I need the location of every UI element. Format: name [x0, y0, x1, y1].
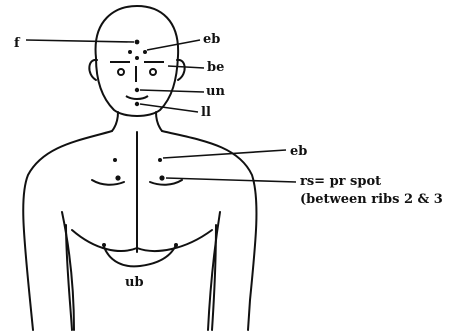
point-eb-face-right	[143, 50, 147, 54]
point-f	[135, 40, 140, 45]
left-rib-mark	[92, 180, 124, 185]
label-ll: ll	[201, 106, 211, 120]
neck-left	[112, 112, 118, 131]
point-eb-chest-right	[158, 158, 162, 162]
label-ub: ub	[125, 276, 144, 290]
label-eb-chest: eb	[290, 145, 307, 159]
leader-be	[168, 66, 204, 68]
right-eye	[150, 69, 156, 75]
left-eye	[118, 69, 124, 75]
mouth	[126, 96, 148, 99]
point-rs-right	[159, 175, 164, 180]
label-un: un	[206, 85, 225, 99]
label-eb-face: eb	[203, 33, 220, 47]
leader-f	[26, 40, 134, 42]
point-un	[135, 88, 139, 92]
right-rib-mark	[150, 180, 182, 185]
label-f: f	[14, 37, 20, 51]
point-eb-face-left	[128, 50, 132, 54]
point-be	[135, 56, 139, 60]
point-ub-left	[102, 243, 106, 247]
leader-eb-face	[147, 40, 200, 50]
label-rs: rs= pr spot	[300, 175, 381, 189]
leader-eb-chest	[163, 150, 286, 158]
point-eb-chest-left	[113, 158, 117, 162]
label-rs-detail: (between ribs 2 & 3	[300, 193, 443, 207]
label-be: be	[207, 61, 224, 75]
neck-right	[156, 112, 162, 131]
point-ub-right	[174, 243, 178, 247]
leader-un	[140, 90, 204, 92]
leader-rs	[166, 178, 296, 182]
leader-ll	[140, 104, 198, 112]
left-shoulder	[23, 131, 112, 330]
point-rs-left	[115, 175, 120, 180]
point-ll	[135, 102, 139, 106]
